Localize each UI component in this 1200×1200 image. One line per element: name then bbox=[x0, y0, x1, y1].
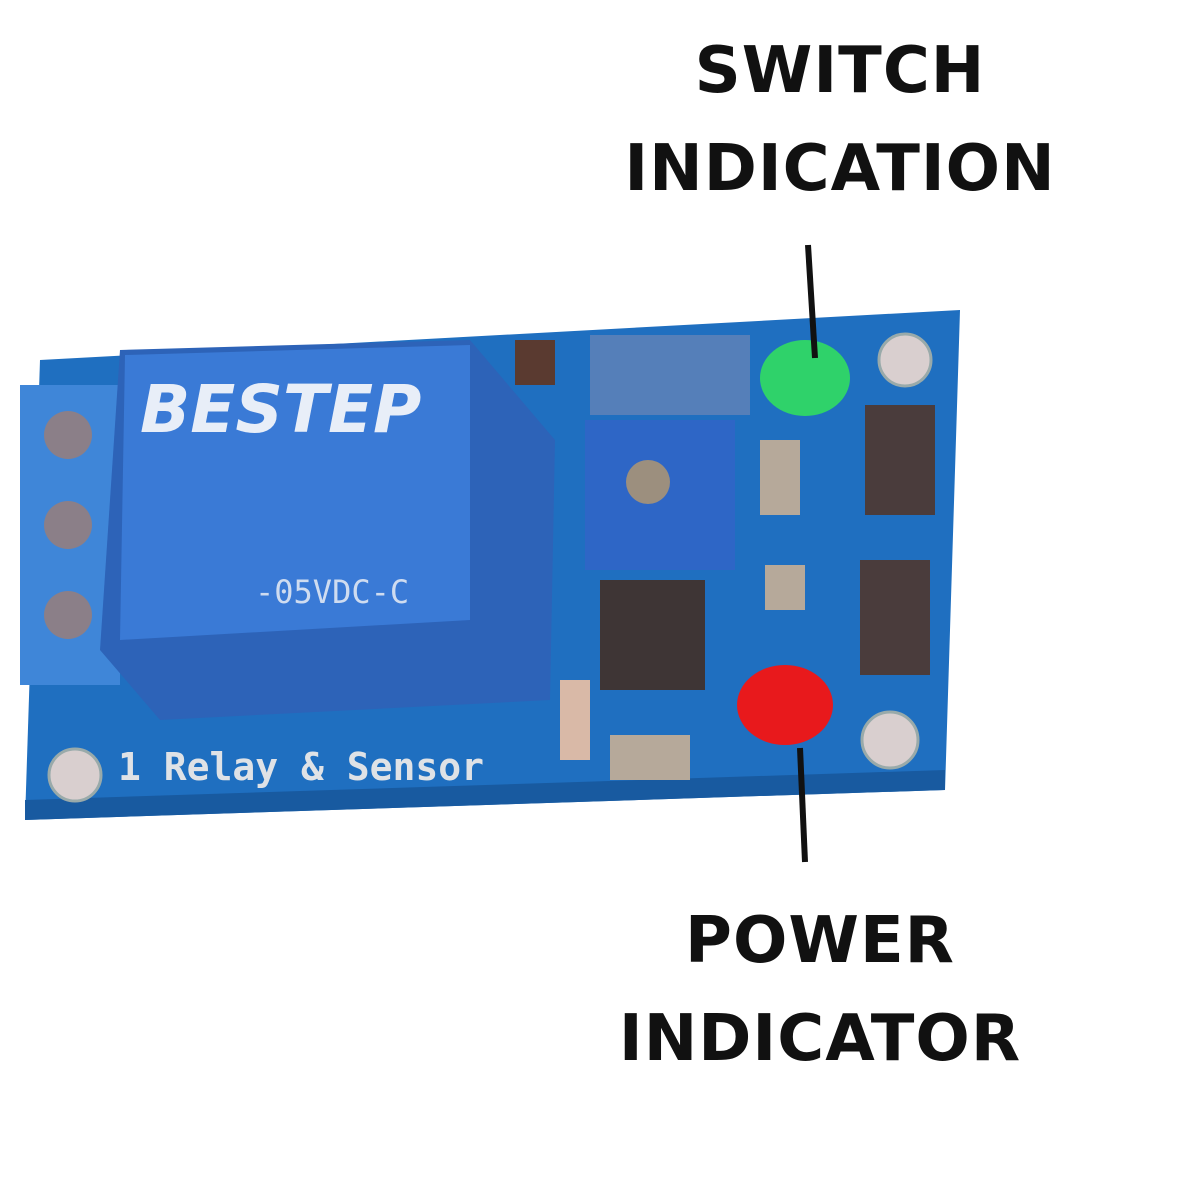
smd-component bbox=[765, 565, 805, 610]
smd-component bbox=[610, 735, 690, 780]
power-indicator-label: POWER INDICATOR bbox=[570, 892, 1070, 1088]
header-pins bbox=[865, 405, 935, 515]
power-label-line2: INDICATOR bbox=[618, 1002, 1022, 1076]
switch-label-line2: INDICATION bbox=[624, 132, 1056, 206]
terminal-screw bbox=[44, 411, 92, 459]
mounting-hole bbox=[47, 747, 103, 803]
switch-annotation-line bbox=[805, 244, 818, 359]
pcb-shadow-edge bbox=[25, 770, 945, 820]
power-label-line1: POWER bbox=[685, 904, 955, 978]
switch-led-green bbox=[760, 340, 850, 416]
header-pins bbox=[860, 560, 930, 675]
terminal-screw bbox=[44, 591, 92, 639]
relay-body bbox=[120, 345, 470, 640]
diode bbox=[560, 680, 590, 760]
smd-component bbox=[590, 335, 750, 415]
ic-chip bbox=[600, 580, 705, 690]
pcb-silkscreen: 1 Relay & Sensor bbox=[118, 745, 484, 789]
switch-indication-label: SWITCH INDICATION bbox=[590, 22, 1090, 218]
mounting-hole bbox=[860, 710, 920, 770]
potentiometer-knob bbox=[626, 460, 670, 504]
power-led-red bbox=[737, 665, 833, 745]
smd-component bbox=[515, 340, 555, 385]
power-annotation-line bbox=[797, 747, 808, 863]
terminal-screw bbox=[44, 501, 92, 549]
relay-brand: BESTEP bbox=[140, 371, 421, 448]
mounting-hole bbox=[877, 332, 933, 388]
switch-label-line1: SWITCH bbox=[694, 34, 986, 108]
smd-component bbox=[760, 440, 800, 515]
relay-model: -05VDC-C bbox=[255, 573, 409, 611]
